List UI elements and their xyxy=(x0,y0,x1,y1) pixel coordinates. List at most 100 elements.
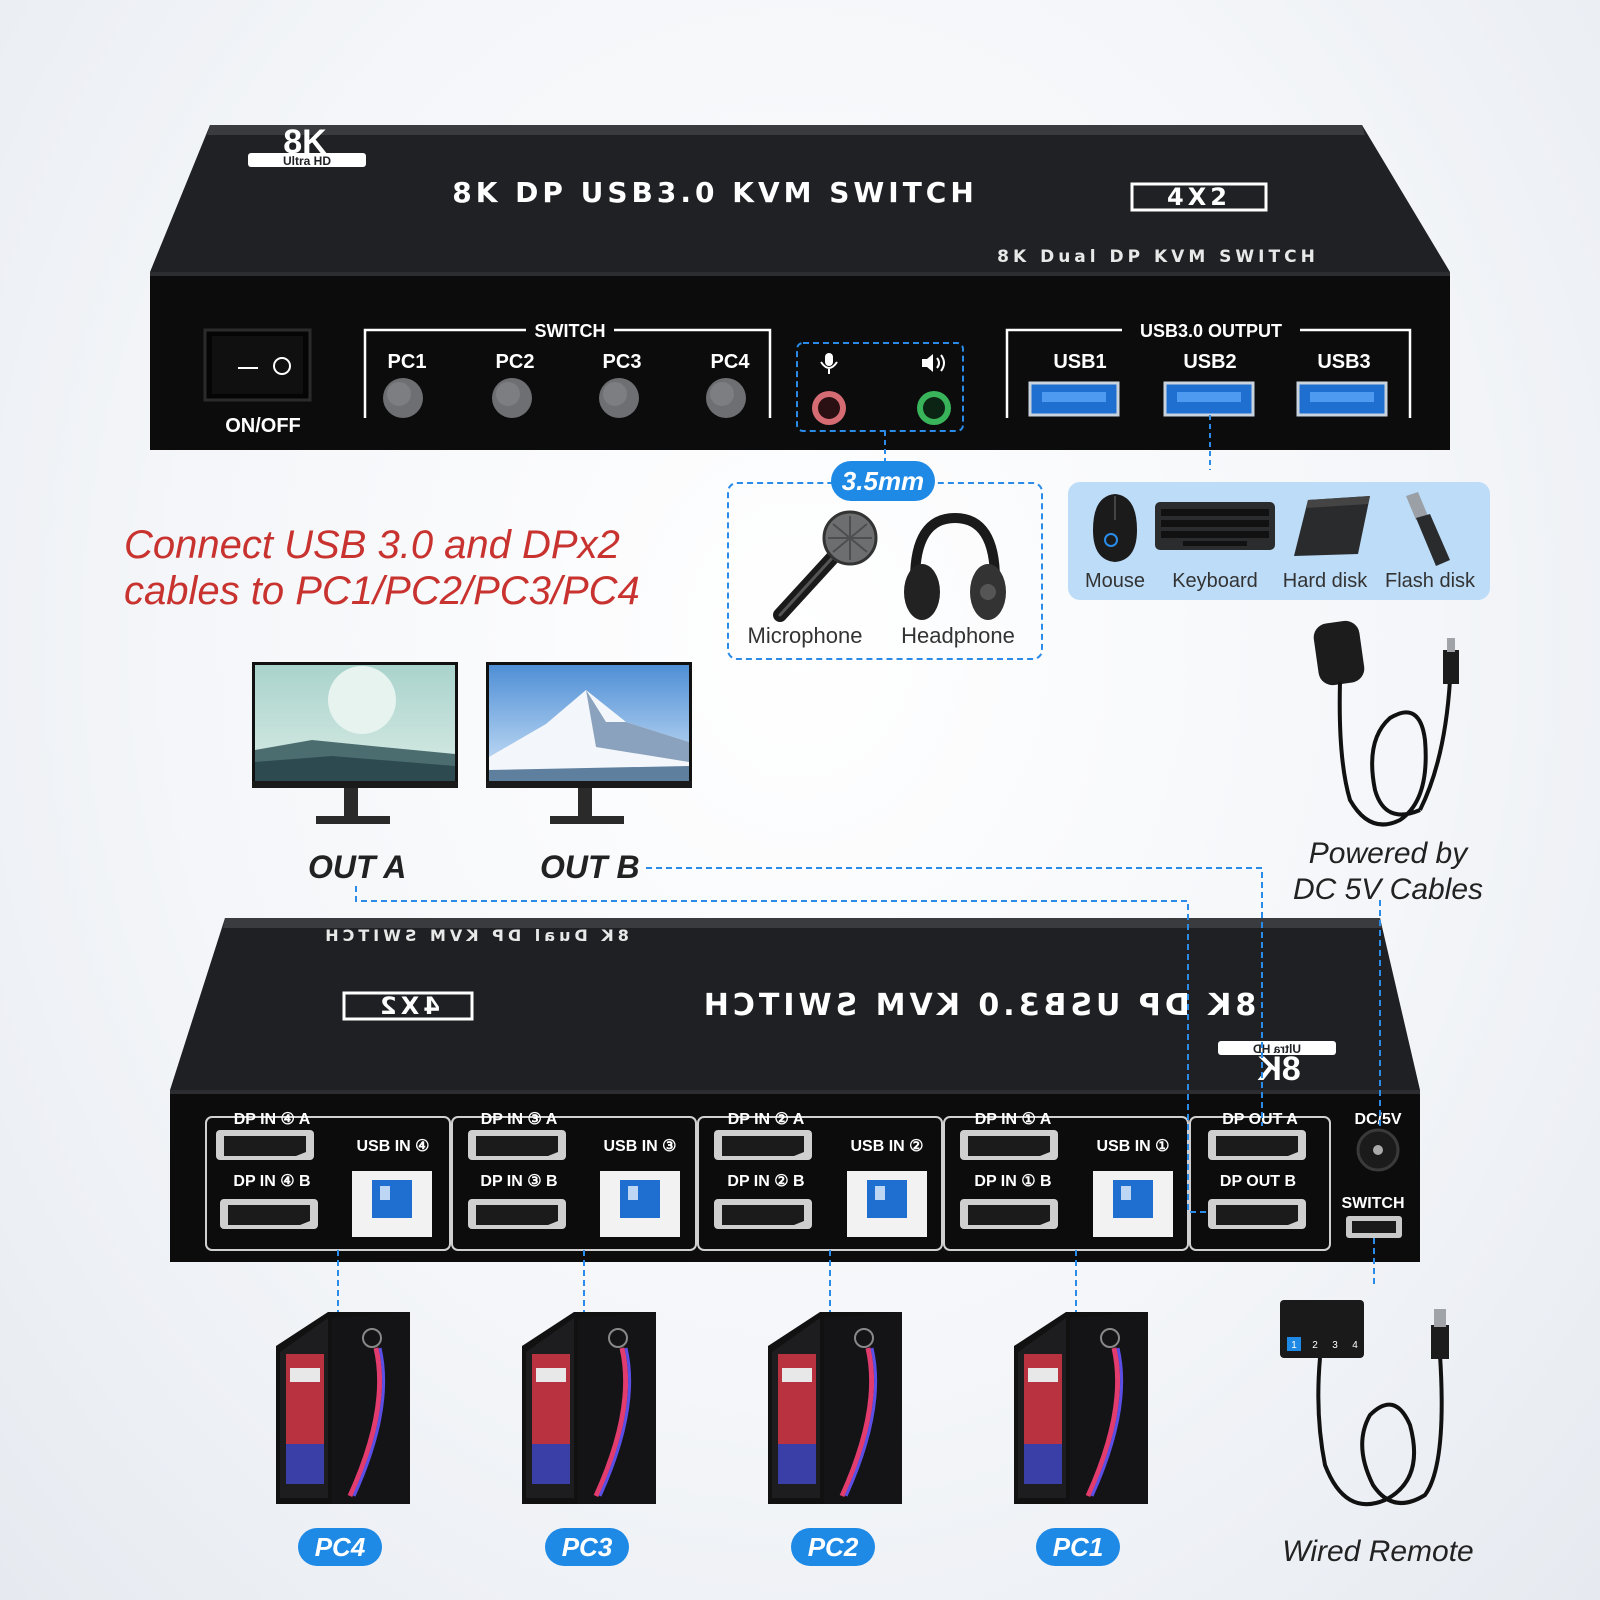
microphone-icon xyxy=(820,353,838,374)
pc4-button-label: PC4 xyxy=(711,351,751,373)
dp-in-2a-port[interactable] xyxy=(714,1130,812,1160)
remote-key-2[interactable]: 2 xyxy=(1312,1340,1318,1351)
power-caption-line-2: DC 5V Cables xyxy=(1292,873,1484,906)
pc3-button[interactable]: PC3 xyxy=(599,351,641,418)
top-device-title: 8K DP USB3.0 KVM SWITCH xyxy=(452,176,978,209)
out-a-label: OUT A xyxy=(308,849,407,885)
dp-in-1b-label: DP IN ① B xyxy=(974,1173,1051,1190)
usb2-port[interactable]: USB2 xyxy=(1163,351,1255,417)
out-b-label: OUT B xyxy=(540,849,640,885)
top-kvm-device: 8K Ultra HD 8K DP USB3.0 KVM SWITCH 4X2 … xyxy=(150,123,1450,470)
hard-disk-illustration xyxy=(1294,496,1370,556)
usb-in-4-port[interactable] xyxy=(352,1171,432,1237)
microphone-label: Microphone xyxy=(747,623,863,648)
power-adapter-illustration xyxy=(1313,620,1459,827)
dp-in-4a-label: DP IN ④ A xyxy=(234,1111,311,1128)
svg-text:Ultra HD: Ultra HD xyxy=(1253,1042,1301,1056)
mic-jack[interactable] xyxy=(812,391,846,425)
dp-in-1a-label: DP IN ① A xyxy=(975,1111,1052,1128)
dp-in-3a-label: DP IN ③ A xyxy=(481,1111,558,1128)
connection-instructions: Connect USB 3.0 and DPx2 cables to PC1/P… xyxy=(124,522,640,614)
dp-in-2a-label: DP IN ② A xyxy=(728,1111,805,1128)
dc-5v-label: DC/5V xyxy=(1354,1111,1401,1128)
pc1-button-label: PC1 xyxy=(388,351,427,373)
top-8k-logo: 8K Ultra HD xyxy=(248,123,366,168)
pc2-tower xyxy=(768,1312,902,1504)
top-device-badge: 4X2 xyxy=(1167,183,1231,211)
dp-in-4b-port[interactable] xyxy=(220,1199,318,1229)
switch-group-label: SWITCH xyxy=(535,321,606,341)
pc3-badge: PC3 xyxy=(545,1528,629,1566)
instructions-line-2: cables to PC1/PC2/PC3/PC4 xyxy=(124,569,640,613)
power-caption: Powered by DC 5V Cables xyxy=(1268,836,1508,908)
headphone-illustration xyxy=(904,512,1006,620)
svg-text:8K: 8K xyxy=(1257,1050,1301,1088)
hard-disk-label: Hard disk xyxy=(1282,570,1368,592)
bottom-device-subtitle: 8K Dual DP KVM SWITCH xyxy=(321,926,629,945)
pc3-tower xyxy=(522,1312,656,1504)
dp-out-a-label: DP OUT A xyxy=(1222,1111,1298,1128)
dp-in-4b-label: DP IN ④ B xyxy=(233,1173,310,1190)
dc-power-jack[interactable] xyxy=(1356,1128,1400,1172)
monitor-out-b xyxy=(486,662,692,824)
dp-in-1b-port[interactable] xyxy=(960,1199,1058,1229)
instructions-line-1: Connect USB 3.0 and DPx2 xyxy=(124,523,620,567)
flash-disk-illustration xyxy=(1406,492,1450,566)
pc3-button-label: PC3 xyxy=(603,351,642,373)
mouse-label: Mouse xyxy=(1084,570,1146,592)
wired-remote-illustration: 1 2 3 4 xyxy=(1280,1300,1449,1507)
usb1-port[interactable]: USB1 xyxy=(1028,351,1120,417)
monitor-out-a xyxy=(252,662,458,824)
dp-out-a-port[interactable] xyxy=(1208,1130,1306,1160)
top-device-subtitle: 8K Dual DP KVM SWITCH xyxy=(997,247,1319,267)
usb-in-1-label: USB IN ① xyxy=(1096,1138,1169,1155)
bottom-device-badge: 4X2 xyxy=(376,992,440,1020)
usb3-label: USB3 xyxy=(1317,351,1370,373)
usb-in-2-label: USB IN ② xyxy=(850,1138,923,1155)
usb1-label: USB1 xyxy=(1053,351,1106,373)
dp-in-3a-port[interactable] xyxy=(468,1130,566,1160)
keyboard-label: Keyboard xyxy=(1172,570,1258,592)
pc4-tower xyxy=(276,1312,410,1504)
svg-text:Ultra HD: Ultra HD xyxy=(283,154,331,168)
mouse-illustration xyxy=(1093,494,1137,562)
bottom-kvm-device: 8K DP USB3.0 KVM SWITCH 4X2 8K Dual DP K… xyxy=(170,918,1420,1262)
usb-in-3-port[interactable] xyxy=(600,1171,680,1237)
pc1-tower xyxy=(1014,1312,1148,1504)
dp-in-2b-port[interactable] xyxy=(714,1199,812,1229)
usb-in-1-port[interactable] xyxy=(1093,1171,1173,1237)
dp-in-4a-port[interactable] xyxy=(216,1130,314,1160)
remote-key-3[interactable]: 3 xyxy=(1332,1340,1338,1351)
flash-disk-label: Flash disk xyxy=(1384,570,1476,592)
headphone-jack[interactable] xyxy=(917,391,951,425)
dp-out-b-port[interactable] xyxy=(1208,1199,1306,1229)
dp-in-2b-label: DP IN ② B xyxy=(727,1173,804,1190)
power-caption-line-1: Powered by xyxy=(1308,837,1468,870)
dp-out-b-label: DP OUT B xyxy=(1220,1173,1296,1190)
dp-in-3b-port[interactable] xyxy=(468,1199,566,1229)
bottom-device-title: 8K DP USB3.0 KVM SWITCH xyxy=(700,988,1257,1023)
usb-in-3-label: USB IN ③ xyxy=(603,1138,676,1155)
headphone-label: Headphone xyxy=(901,623,1015,648)
pc1-button[interactable]: PC1 xyxy=(383,351,426,418)
remote-key-1[interactable]: 1 xyxy=(1291,1340,1297,1351)
pc4-badge: PC4 xyxy=(298,1528,382,1566)
dp-in-1a-port[interactable] xyxy=(960,1130,1058,1160)
audio-size-badge: 3.5mm xyxy=(831,461,935,501)
remote-key-4[interactable]: 4 xyxy=(1352,1340,1358,1351)
remote-switch-port[interactable] xyxy=(1346,1216,1402,1238)
switch-port-label: SWITCH xyxy=(1341,1195,1404,1212)
pc4-button[interactable]: PC4 xyxy=(706,351,750,418)
pc2-badge: PC2 xyxy=(791,1528,875,1566)
pc2-button-label: PC2 xyxy=(496,351,535,373)
usb-in-2-port[interactable] xyxy=(847,1171,927,1237)
speaker-icon xyxy=(922,354,945,372)
usb-output-label: USB3.0 OUTPUT xyxy=(1140,321,1282,341)
usb3-port[interactable]: USB3 xyxy=(1296,351,1388,417)
pc2-button[interactable]: PC2 xyxy=(492,351,534,418)
wired-remote-caption: Wired Remote xyxy=(1282,1535,1474,1568)
power-switch[interactable] xyxy=(203,328,312,402)
usb-in-4-label: USB IN ④ xyxy=(356,1138,429,1155)
pc1-badge: PC1 xyxy=(1036,1528,1120,1566)
keyboard-illustration xyxy=(1155,502,1275,550)
